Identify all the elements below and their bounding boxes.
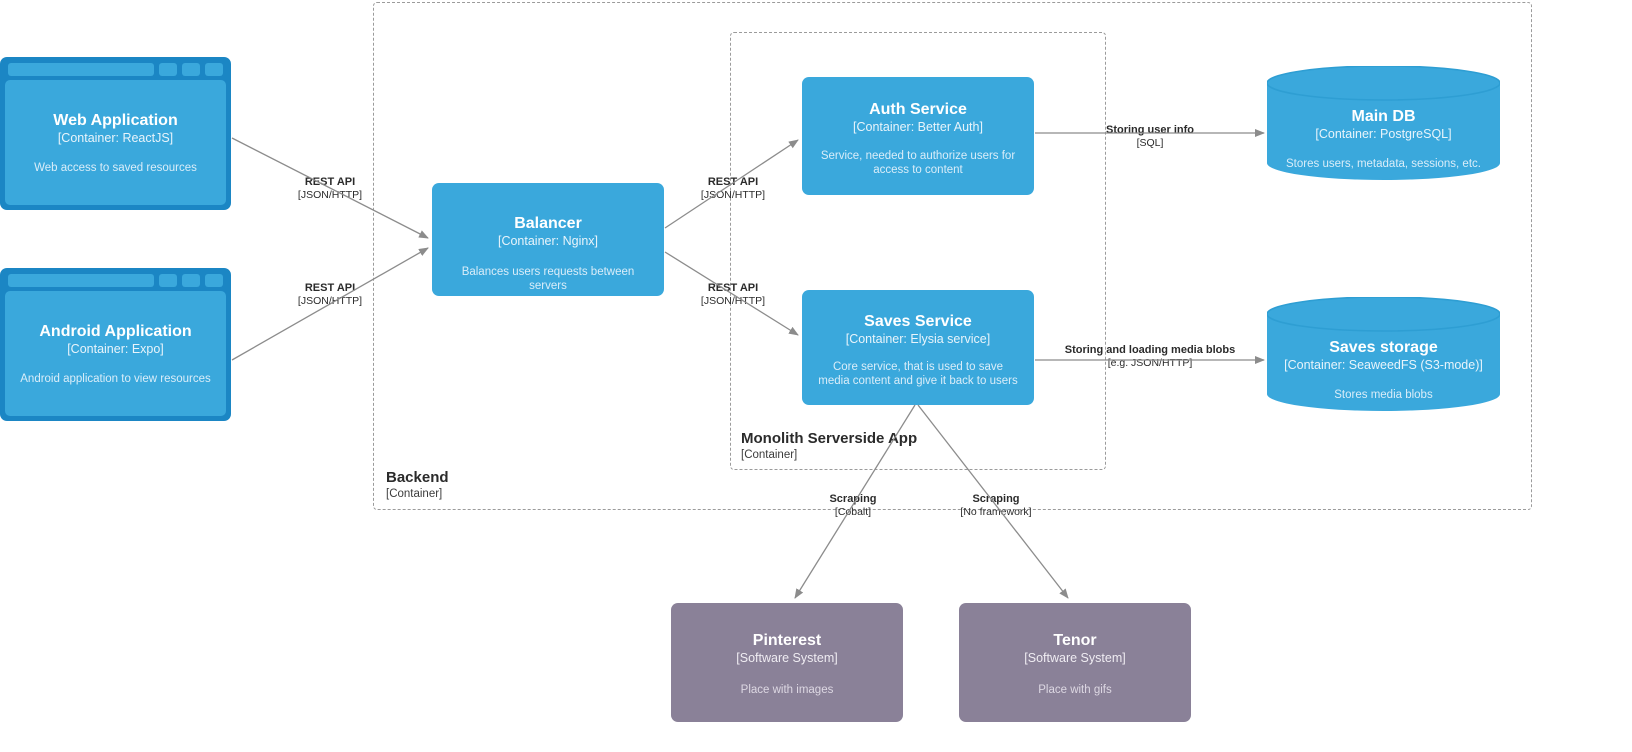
node-main-db[interactable]: Main DB [Container: PostgreSQL] Stores u… xyxy=(1267,66,1500,180)
node-technology: [Container: Expo] xyxy=(67,341,164,356)
edge-label-text: Scraping xyxy=(972,493,1020,505)
node-technology: [Container: ReactJS] xyxy=(57,130,174,145)
node-title: Main DB xyxy=(1351,108,1416,125)
window-chrome xyxy=(5,62,226,80)
edge-label-technology: [SQL] xyxy=(1136,137,1164,149)
node-description: Service, needed to authorize users for a… xyxy=(820,150,1016,176)
node-technology: [Container: Nginx] xyxy=(497,234,599,248)
cylinder-shape xyxy=(1267,297,1500,411)
edge-label-technology: [Cobalt] xyxy=(834,506,872,518)
boundary-monolith xyxy=(730,32,1106,470)
edge-label-technology: [JSON/HTTP] xyxy=(700,189,766,201)
node-title: Balancer xyxy=(514,215,582,232)
edge-label-text: Scraping xyxy=(829,493,877,505)
edge-label-text: REST API xyxy=(304,176,356,188)
edge-label-balancer-to-auth: REST API [JSON/HTTP] xyxy=(668,176,798,202)
node-title: Web Application xyxy=(53,111,178,129)
node-technology: [Software System] xyxy=(1024,651,1126,665)
node-pinterest[interactable]: Pinterest [Software System] Place with i… xyxy=(671,603,903,722)
node-technology: [Container: Elysia service] xyxy=(845,332,991,346)
boundary-monolith-tech: [Container] xyxy=(741,449,798,461)
node-technology: [Container: PostgreSQL] xyxy=(1315,127,1452,141)
edge-label-technology: [JSON/HTTP] xyxy=(297,189,363,201)
edge-balancer-to-auth xyxy=(664,139,799,229)
window-control-icon xyxy=(182,273,200,287)
boundary-backend-label: Backend [Container] xyxy=(386,468,449,502)
node-description: Web access to saved resources xyxy=(34,161,197,174)
boundary-monolith-title: Monolith Serverside App xyxy=(741,430,918,447)
node-balancer[interactable]: Balancer [Container: Nginx] Balances use… xyxy=(432,183,664,296)
node-title: Saves Service xyxy=(864,313,972,330)
node-description: Place with gifs xyxy=(1038,684,1112,696)
edge-label-balancer-to-saves: REST API [JSON/HTTP] xyxy=(668,282,798,308)
node-web-application[interactable]: Web Application [Container: ReactJS] Web… xyxy=(0,57,231,210)
window-control-icon xyxy=(159,273,177,287)
node-description: Stores media blobs xyxy=(1334,389,1433,401)
edge-label-saves-to-tenor: Scraping [No framework] xyxy=(936,493,1056,519)
window-address-bar xyxy=(8,62,154,76)
edge-label-saves-to-pinterest: Scraping [Cobalt] xyxy=(793,493,913,519)
edge-web-to-balancer xyxy=(231,137,429,239)
edge-android-to-balancer xyxy=(231,247,429,361)
node-text-block: Main DB [Container: PostgreSQL] Stores u… xyxy=(1267,107,1500,171)
node-technology: [Software System] xyxy=(736,651,838,665)
edge-saves-to-pinterest xyxy=(794,404,916,599)
node-technology: [Container: SeaweedFS (S3-mode)] xyxy=(1284,358,1483,372)
edge-label-text: REST API xyxy=(707,282,759,294)
node-android-application[interactable]: Android Application [Container: Expo] An… xyxy=(0,268,231,421)
window-chrome xyxy=(5,273,226,291)
node-title: Android Application xyxy=(39,322,192,340)
edge-label-web-to-balancer: REST API [JSON/HTTP] xyxy=(265,176,395,202)
boundary-backend-tech: [Container] xyxy=(386,488,443,500)
window-body: Web Application [Container: ReactJS] Web… xyxy=(5,80,226,205)
edge-label-technology: [JSON/HTTP] xyxy=(297,295,363,307)
edge-label-technology: [No framework] xyxy=(960,506,1032,518)
window-control-icon xyxy=(159,62,177,76)
node-title: Saves storage xyxy=(1329,339,1438,356)
edge-label-android-to-balancer: REST API [JSON/HTTP] xyxy=(265,282,395,308)
node-title: Tenor xyxy=(1053,632,1097,649)
edge-label-text: REST API xyxy=(304,282,356,294)
node-description: Core service, that is used to save media… xyxy=(818,361,1018,387)
boundary-monolith-label: Monolith Serverside App [Container] xyxy=(741,429,917,463)
node-description: Android application to view resources xyxy=(20,372,211,385)
node-tenor[interactable]: Tenor [Software System] Place with gifs xyxy=(959,603,1191,722)
node-saves-storage[interactable]: Saves storage [Container: SeaweedFS (S3-… xyxy=(1267,297,1500,411)
edge-balancer-to-saves xyxy=(664,251,799,336)
node-description: Place with images xyxy=(740,684,834,696)
edge-saves-to-tenor xyxy=(917,404,1069,599)
edge-label-text: Storing and loading media blobs xyxy=(1064,344,1236,356)
window-address-bar xyxy=(8,273,154,287)
node-title: Pinterest xyxy=(752,632,822,649)
node-technology: [Container: Better Auth] xyxy=(853,120,983,134)
node-title: Auth Service xyxy=(869,101,967,118)
window-control-icon xyxy=(205,273,223,287)
boundary-backend xyxy=(373,2,1532,510)
boundary-backend-title: Backend xyxy=(386,469,449,486)
node-description: Stores users, metadata, sessions, etc. xyxy=(1286,158,1481,170)
window-body: Android Application [Container: Expo] An… xyxy=(5,291,226,416)
node-saves-service[interactable]: Saves Service [Container: Elysia service… xyxy=(802,290,1034,405)
edge-label-text: REST API xyxy=(707,176,759,188)
window-control-icon xyxy=(182,62,200,76)
node-auth-service[interactable]: Auth Service [Container: Better Auth] Se… xyxy=(802,77,1034,195)
cylinder-shape xyxy=(1267,66,1500,180)
node-text-block: Saves storage [Container: SeaweedFS (S3-… xyxy=(1267,338,1500,402)
node-description: Balances users requests between servers xyxy=(461,266,635,292)
window-control-icon xyxy=(205,62,223,76)
